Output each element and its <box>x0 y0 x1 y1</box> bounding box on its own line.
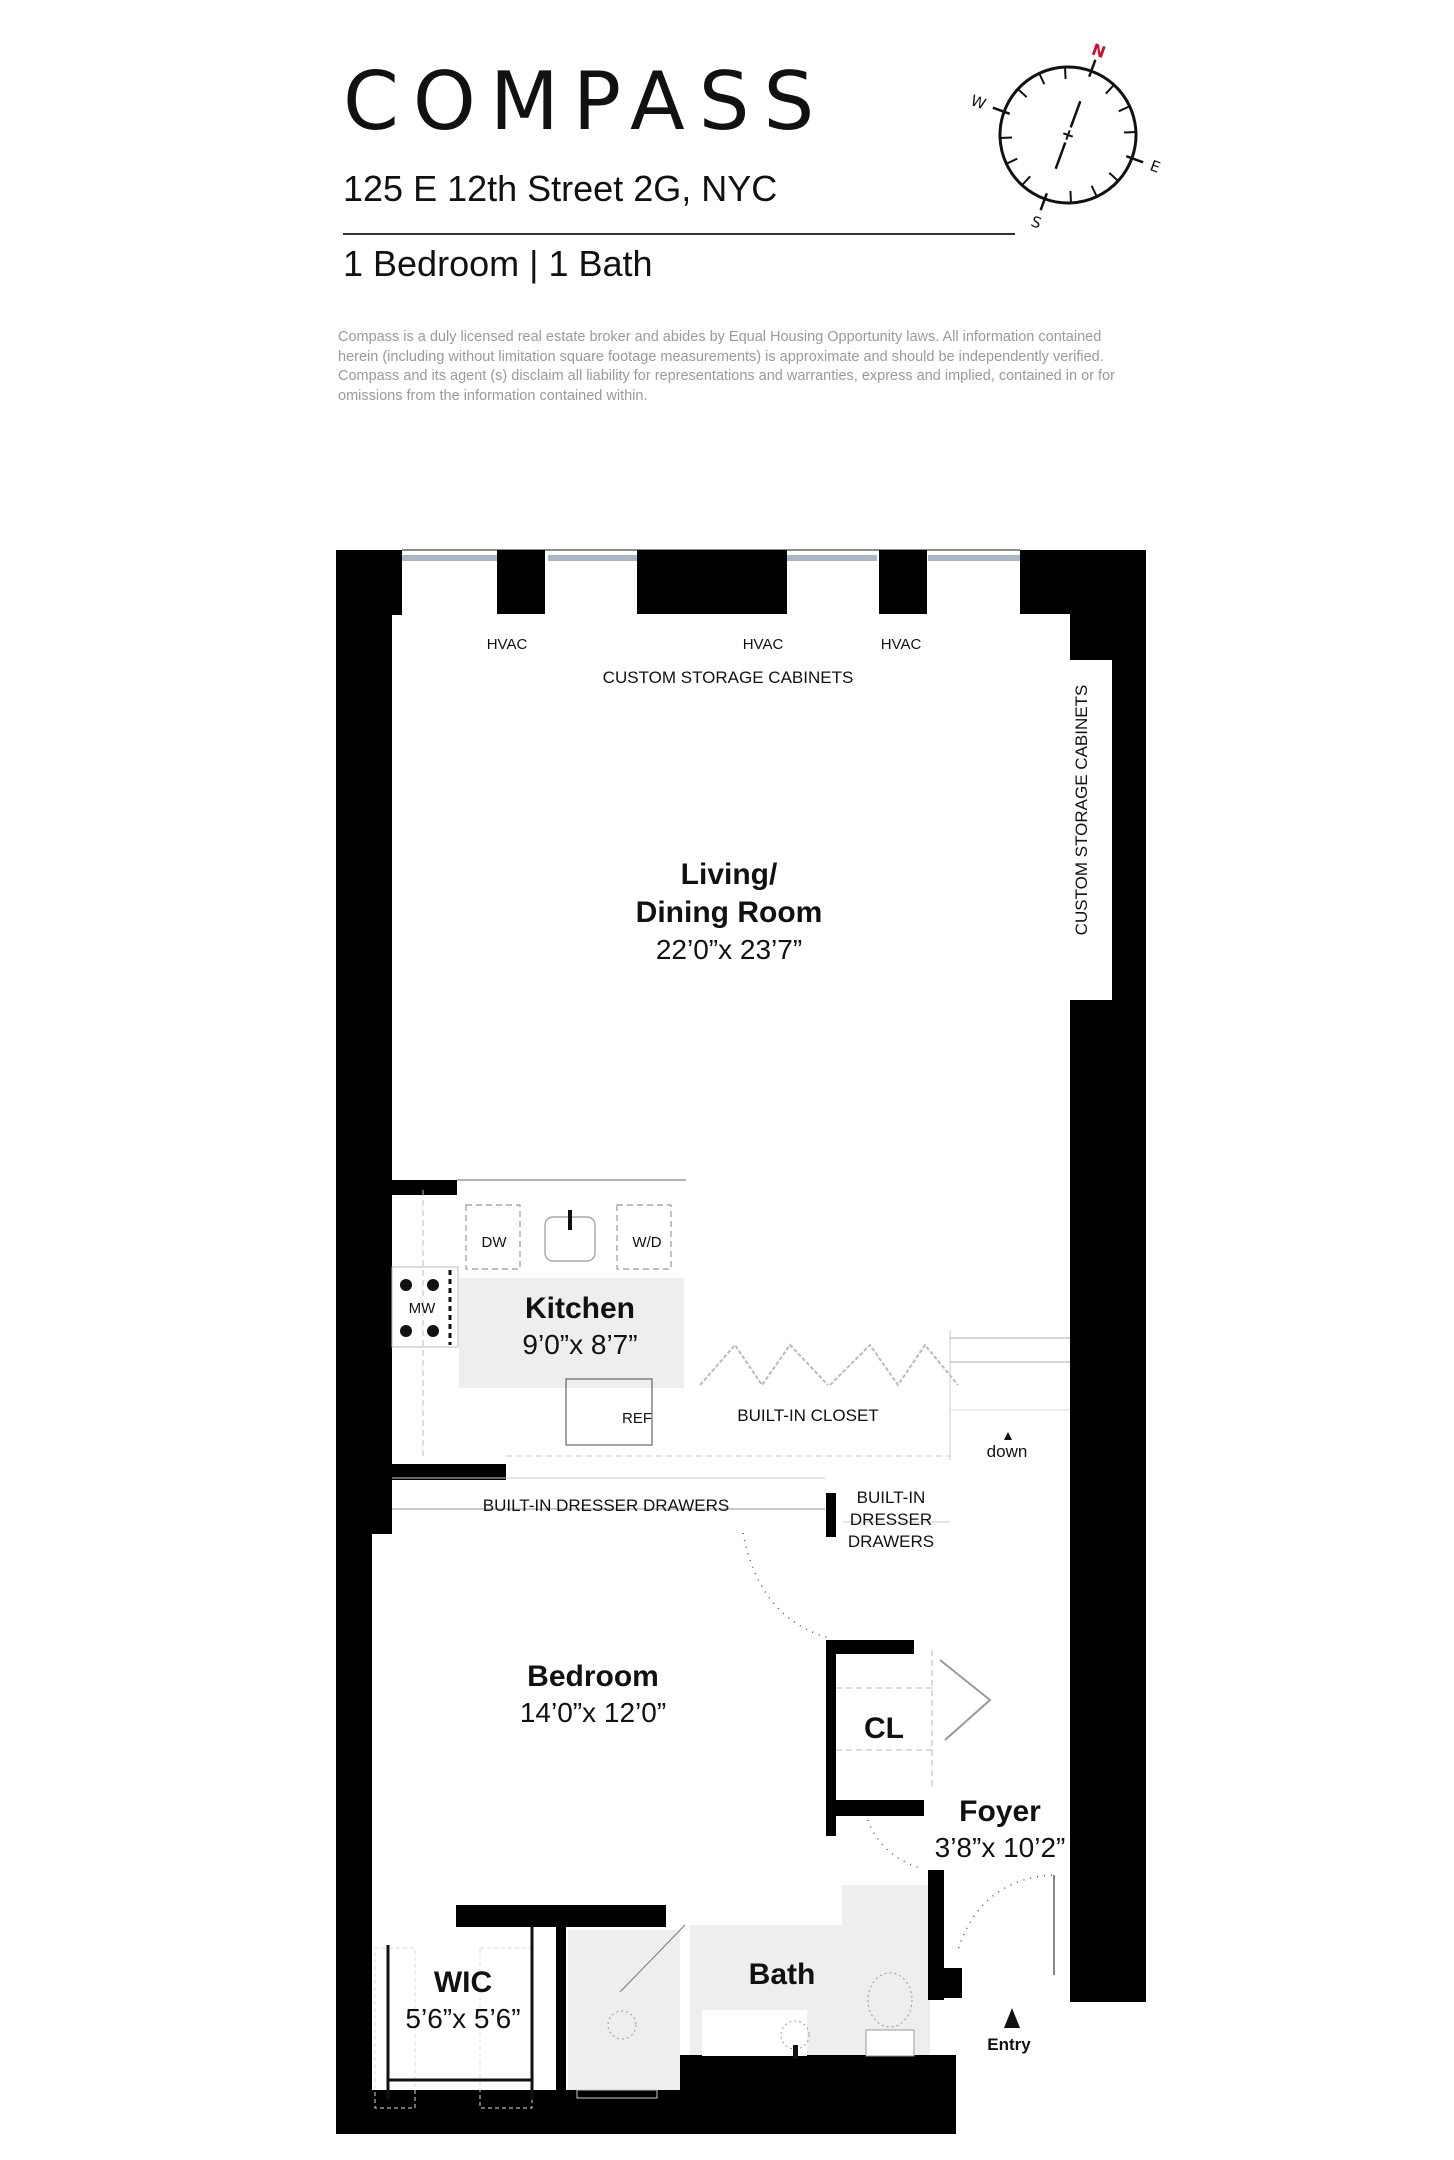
dishwasher-label: DW <box>481 1234 507 1251</box>
foyer-dimensions: 3’8”x 10’2” <box>934 1832 1066 1863</box>
entry-label: Entry <box>987 2035 1031 2054</box>
dresser-drawers-long-label: BUILT-IN DRESSER DRAWERS <box>482 1496 730 1515</box>
compass-south-label: S <box>1029 212 1044 230</box>
hvac-label-2: HVAC <box>742 636 784 653</box>
dresser-drawers-short-line1: BUILT-IN <box>856 1488 926 1507</box>
custom-storage-right-label: CUSTOM STORAGE CABINETS <box>1072 684 1091 936</box>
bath-name: Bath <box>748 1958 816 1991</box>
hvac-label-3: HVAC <box>880 636 922 653</box>
kitchen-dimensions: 9’0”x 8’7” <box>522 1329 638 1360</box>
microwave-label: MW <box>408 1300 436 1317</box>
wic-name: WIC <box>433 1966 493 1999</box>
living-room-name-line2: Dining Room <box>635 896 823 929</box>
custom-storage-top-label: CUSTOM STORAGE CABINETS <box>602 668 854 687</box>
living-room-dimensions: 22’0”x 23’7” <box>655 934 803 965</box>
living-room-name-line1: Living/ <box>680 858 778 891</box>
hvac-label-1: HVAC <box>486 636 528 653</box>
bedroom-dimensions: 14’0”x 12’0” <box>519 1697 667 1728</box>
refrigerator-label: REF <box>622 1410 652 1427</box>
header-divider <box>343 233 1015 235</box>
property-address: 125 E 12th Street 2G, NYC <box>343 168 778 209</box>
compass-north-label: N <box>1089 40 1108 62</box>
built-in-closet-label: BUILT-IN CLOSET <box>737 1406 879 1425</box>
wic-dimensions: 5’6”x 5’6” <box>405 2003 521 2034</box>
compass-logo: COMPASS <box>343 55 829 148</box>
dresser-drawers-short-line2: DRESSER <box>849 1510 933 1529</box>
washer-dryer-label: W/D <box>632 1234 662 1251</box>
compass-rose-icon: N E S W <box>968 40 1162 230</box>
dresser-drawers-short-line3: DRAWERS <box>847 1532 935 1551</box>
kitchen-name: Kitchen <box>524 1292 636 1325</box>
closet-name: CL <box>864 1712 904 1745</box>
bedroom-name: Bedroom <box>527 1660 659 1693</box>
legal-disclaimer: Compass is a duly licensed real estate b… <box>338 329 1115 404</box>
stairs-down-label: down <box>986 1442 1028 1461</box>
bed-bath-summary: 1 Bedroom | 1 Bath <box>343 243 653 284</box>
foyer-name: Foyer <box>959 1795 1041 1828</box>
compass-west-label: W <box>968 91 988 113</box>
